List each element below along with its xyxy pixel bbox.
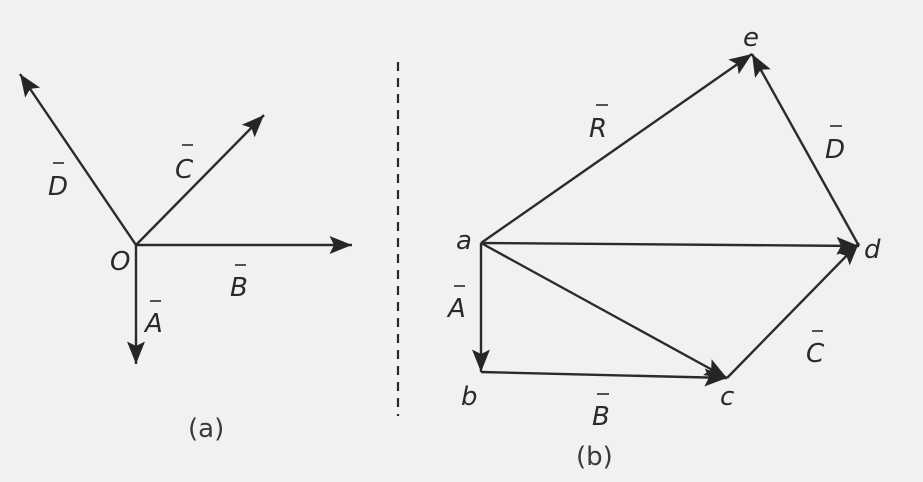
point-a: a (456, 226, 472, 256)
vector-c-arrow (135, 114, 265, 246)
svg-text:C: C (175, 155, 194, 185)
vector-c-arrow-b (726, 242, 860, 379)
label-vector-a-b: A (446, 285, 466, 324)
label-vector-b-a: B (230, 264, 248, 303)
point-b: b (461, 382, 478, 412)
label-vector-d-b: D (825, 125, 845, 165)
vector-ad-arrow (480, 236, 860, 255)
svg-text:B: B (230, 273, 248, 303)
vector-d-arrow (19, 73, 137, 246)
point-c: c (720, 382, 734, 412)
svg-text:C: C (806, 339, 825, 369)
label-vector-d-a: D (48, 162, 68, 202)
label-vector-b-b: B (592, 393, 610, 432)
svg-text:B: B (592, 402, 610, 432)
panel-a: O D C B A (a) (19, 73, 352, 444)
origin-label: O (110, 247, 130, 277)
point-d: d (864, 235, 881, 265)
caption-b: (b) (576, 442, 613, 472)
svg-text:D: D (825, 135, 845, 165)
point-e: e (743, 23, 759, 53)
vector-b-arrow-b (480, 368, 728, 387)
vector-ac-arrow (480, 241, 728, 380)
panel-b: a b c d e R D A C B (b) (446, 23, 881, 472)
label-vector-c-b: C (806, 330, 825, 369)
caption-a: (a) (188, 414, 224, 444)
label-vector-r: R (589, 104, 608, 144)
svg-text:A: A (143, 309, 163, 339)
label-vector-c-a: C (175, 144, 194, 185)
vector-r-arrow (480, 53, 753, 244)
svg-text:R: R (589, 114, 607, 144)
vector-d-arrow-b (750, 53, 861, 247)
svg-text:A: A (446, 294, 466, 324)
svg-text:D: D (48, 172, 68, 202)
label-vector-a-a: A (143, 300, 163, 339)
